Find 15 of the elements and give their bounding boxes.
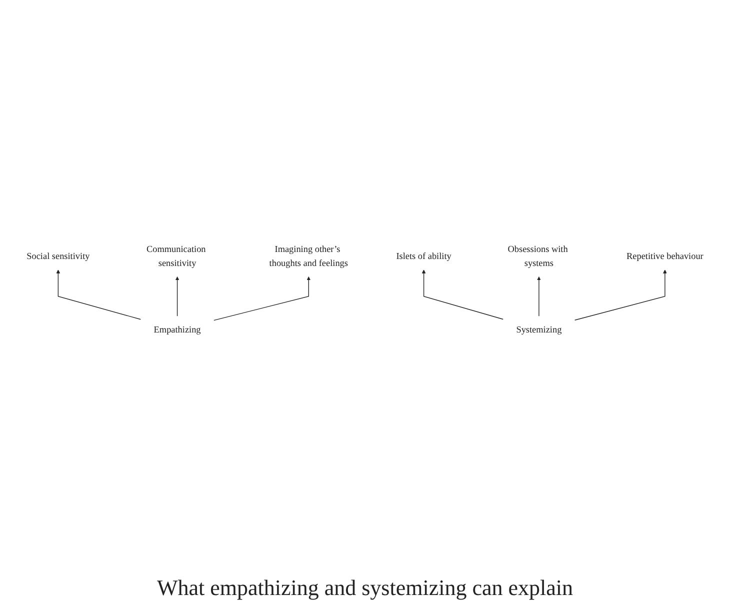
arrow bbox=[214, 276, 311, 321]
node-text: Communication sensitivity bbox=[146, 244, 206, 268]
arrow bbox=[175, 276, 180, 316]
node-text: Empathizing bbox=[154, 324, 201, 334]
arrow bbox=[537, 276, 541, 316]
arrow bbox=[422, 270, 504, 320]
caption: What empathizing and systemizing can explain bbox=[156, 575, 574, 601]
node-text: Imagining other’s thoughts and feelings bbox=[269, 244, 348, 268]
node-text: Systemizing bbox=[516, 324, 562, 334]
arrow bbox=[56, 270, 141, 320]
node-text: Obsessions with systems bbox=[508, 244, 568, 268]
node-text: Islets of ability bbox=[396, 250, 452, 262]
node-text: Social sensitivity bbox=[26, 250, 90, 262]
node-text: Repetitive behaviour bbox=[626, 250, 704, 262]
arrow bbox=[574, 270, 667, 320]
